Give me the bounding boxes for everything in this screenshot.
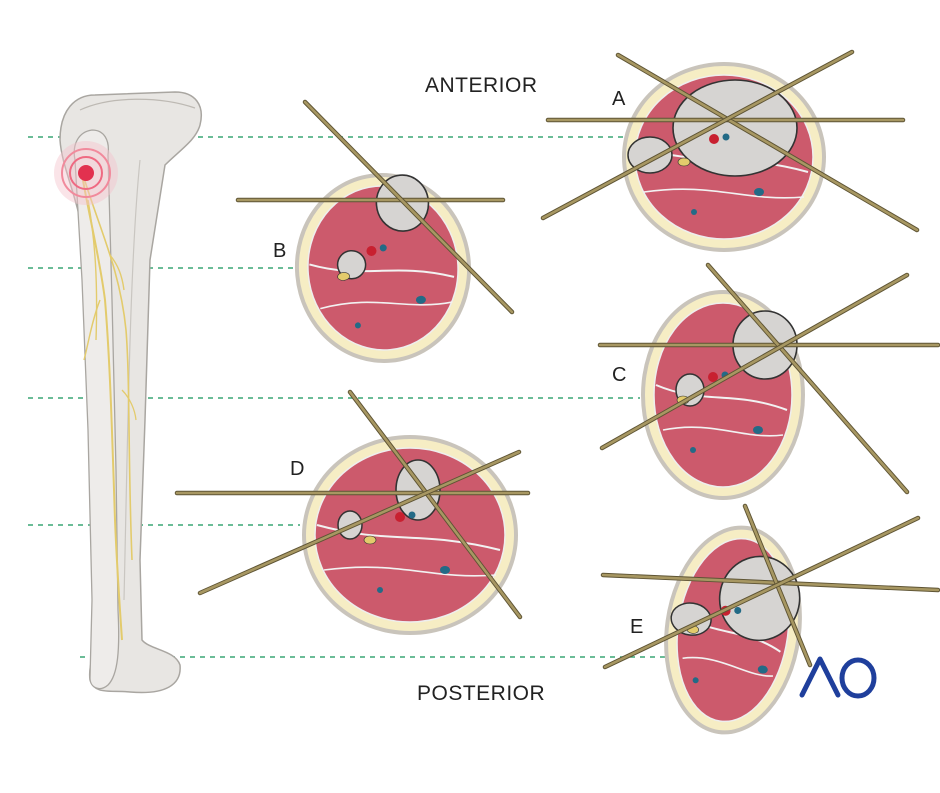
k-wire-3: [541, 50, 854, 220]
nerve-branch-3: [83, 299, 101, 361]
anterior-label: ANTERIOR: [425, 74, 538, 97]
nerve-branch-4: [121, 389, 137, 421]
vein-3-e: [692, 677, 699, 684]
fibula-section-b: [336, 249, 367, 280]
superficial-peroneal-nerve: [83, 177, 133, 561]
cross-section-a: [622, 62, 826, 252]
k-wire-11: [198, 450, 521, 595]
k-wire-8: [600, 273, 909, 450]
artery-c: [708, 372, 718, 382]
condyle-outline: [79, 98, 196, 111]
muscle-layer-b: [307, 185, 459, 351]
cross-section-b: [294, 173, 472, 363]
posterior-label: POSTERIOR: [417, 682, 546, 705]
fascia-line-2-b: [320, 301, 453, 310]
vein-3-c: [690, 447, 696, 453]
tibia-section-a: [672, 79, 798, 177]
nerve-target-marker: [54, 141, 118, 205]
nerve-branch-2: [109, 254, 125, 291]
vein-2-d: [440, 566, 450, 574]
k-wire-5: [303, 100, 514, 314]
k-wire-2: [616, 53, 919, 232]
fascia-line-2-c: [662, 426, 784, 437]
vein-b: [379, 244, 387, 252]
k-wire-10: [348, 390, 522, 619]
fascia-line-b: [309, 263, 455, 278]
vein-a: [722, 133, 730, 141]
artery-b: [366, 245, 377, 256]
fascia-line-2-e: [682, 656, 774, 677]
fascia-line-2-a: [643, 188, 805, 199]
k-wire-12: [601, 573, 940, 592]
k-wire-7: [706, 263, 909, 494]
artery-a: [709, 134, 719, 144]
vein-e: [734, 606, 742, 614]
nerve-branch-1: [87, 199, 98, 341]
fascia-line-2-d: [323, 566, 497, 577]
nerve-dot-a: [677, 157, 691, 167]
vein-3-d: [377, 587, 383, 593]
ao-logo-mark: [799, 656, 877, 699]
vein-3-a: [691, 209, 697, 215]
peroneal-nerve: [81, 174, 123, 641]
section-label-a: A: [612, 88, 626, 110]
vein-3-b: [354, 322, 361, 329]
vein-2-e: [757, 665, 768, 674]
fascia-line-c: [655, 384, 788, 411]
tibial-crest: [123, 159, 141, 601]
ao-logo: [798, 650, 888, 710]
vein-d: [408, 511, 416, 519]
section-label-e: E: [630, 616, 644, 638]
cross-section-c: [641, 290, 805, 500]
nerve-dot-b: [337, 272, 350, 281]
fibula-bone: [73, 129, 120, 690]
tibia-section-d: [395, 459, 441, 521]
fibula-section-e: [670, 602, 712, 636]
vein-2-a: [754, 188, 764, 196]
cross-section-e: [664, 525, 802, 735]
k-wire-14: [603, 516, 920, 669]
nerve-dot-d: [363, 535, 377, 545]
section-label-d: D: [290, 458, 305, 480]
section-label-b: B: [273, 240, 287, 262]
artery-d: [395, 512, 405, 522]
tibia-fibula-illustration: [54, 91, 202, 694]
vein-2-b: [415, 295, 426, 304]
section-label-c: C: [612, 364, 627, 386]
vein-2-c: [753, 426, 763, 434]
